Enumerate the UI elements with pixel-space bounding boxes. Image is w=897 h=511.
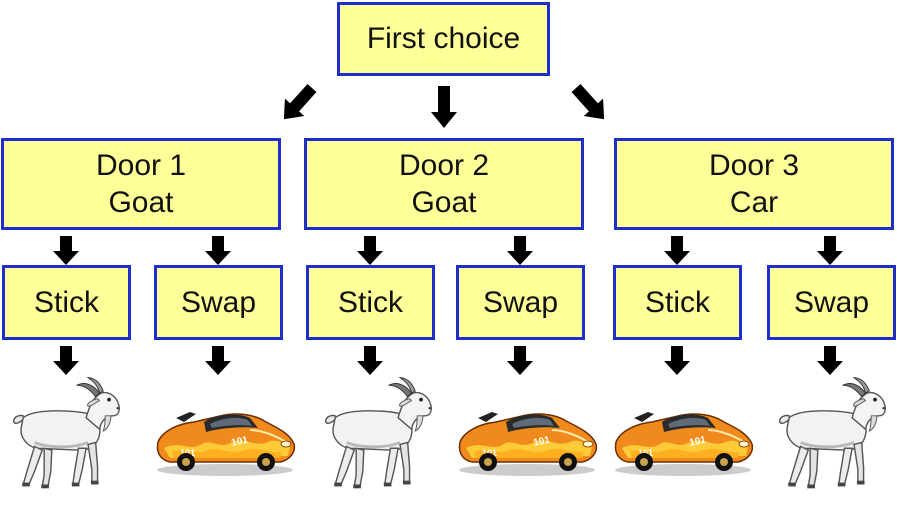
door-2-box: Door 2 Goat [304,138,584,230]
arrow-door1-swap [205,236,231,265]
arrow-to-door-1 [274,79,322,128]
first-choice-box: First choice [337,2,550,76]
door-3-stick-box: Stick [613,265,742,340]
door-1-content: Goat [108,186,174,219]
door-1-stick-box: Stick [2,265,131,340]
goat-outcome-6 [772,374,896,492]
car-outcome-2 [150,398,300,478]
car-outcome-4 [452,398,602,478]
choice-label: Stick [337,285,403,319]
door-1-name: Door 1 [95,148,187,182]
door-3-content: Car [729,186,779,219]
arrow-outcome-3 [357,346,383,375]
arrow-outcome-4 [507,346,533,375]
door-3-box: Door 3 Car [614,138,894,230]
goat-outcome-3 [318,374,442,492]
choice-label: Stick [644,285,710,319]
choice-label: Stick [33,285,99,319]
arrow-door2-stick [357,236,383,265]
goat-outcome-1 [6,374,130,492]
choice-label: Swap [482,285,559,319]
arrow-door1-stick [53,236,79,265]
choice-label: Swap [180,285,257,319]
arrow-outcome-6 [817,346,843,375]
arrow-to-door-2 [431,86,457,128]
door-2-swap-box: Swap [456,265,585,340]
arrow-door3-swap [817,236,843,265]
arrow-door3-stick [664,236,690,265]
door-3-name: Door 3 [708,148,800,182]
door-1-box: Door 1 Goat [1,138,281,230]
arrow-to-door-3 [566,79,614,128]
door-2-stick-box: Stick [306,265,435,340]
door-2-content: Goat [411,186,477,219]
door-2-name: Door 2 [398,148,490,182]
door-3-swap-box: Swap [767,265,896,340]
door-1-swap-box: Swap [154,265,283,340]
arrow-outcome-1 [53,346,79,375]
choice-label: Swap [793,285,870,319]
arrow-door2-swap [507,236,533,265]
arrow-outcome-2 [205,346,231,375]
arrow-outcome-5 [664,346,690,375]
first-choice-label: First choice [366,22,521,56]
car-outcome-5 [608,398,758,478]
